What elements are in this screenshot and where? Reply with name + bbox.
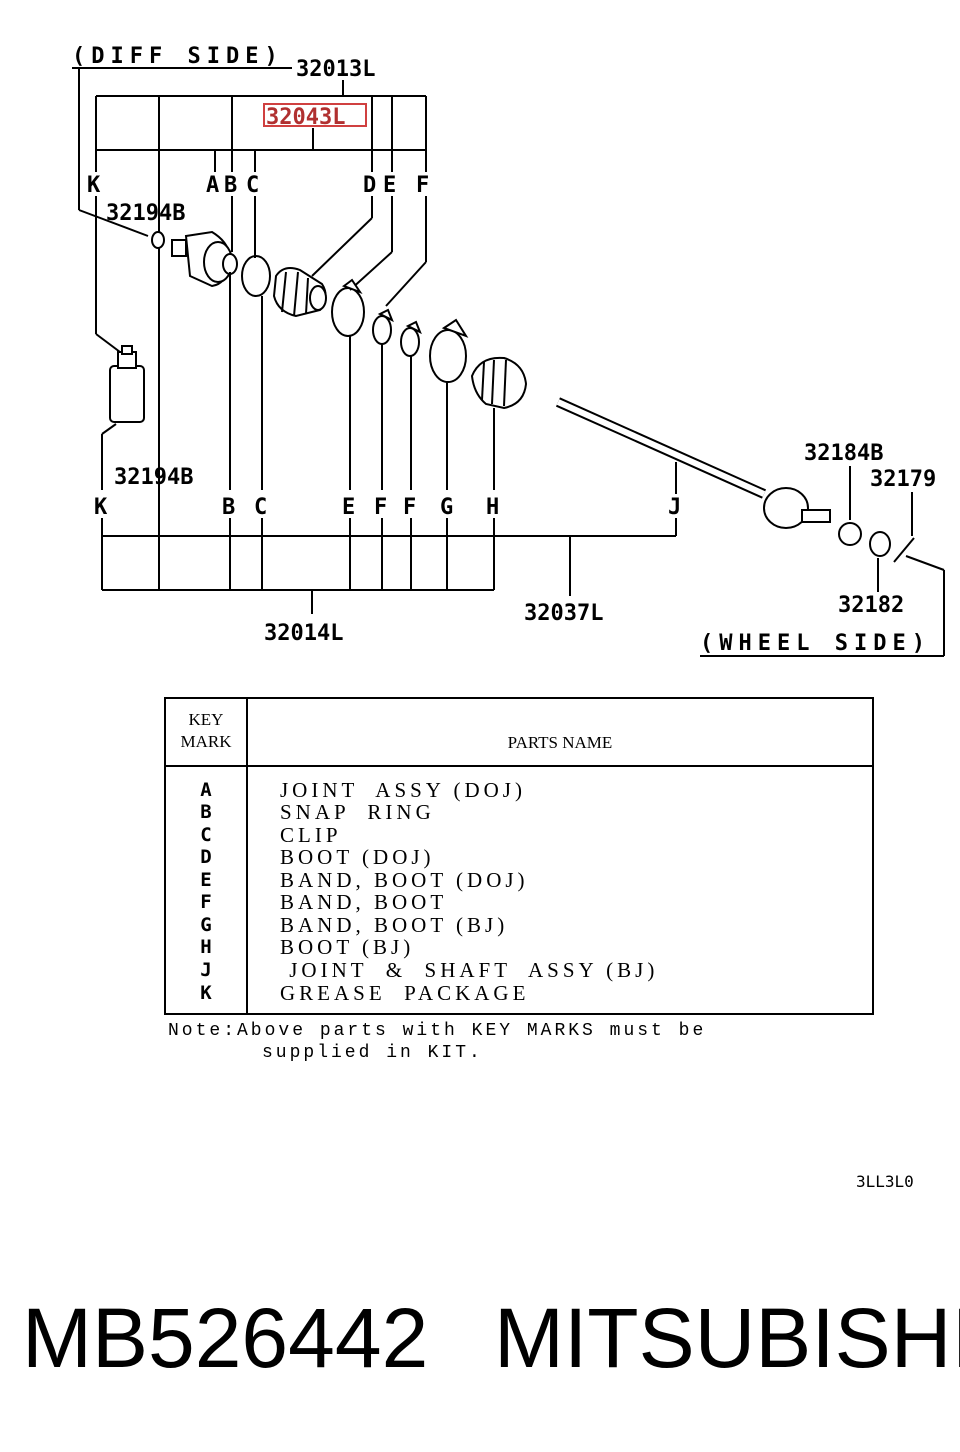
callout-32194B-top[interactable]: 32194B bbox=[106, 201, 185, 226]
table-row-name: BOOT (DOJ) bbox=[280, 845, 435, 869]
bottom-key-K: K bbox=[94, 495, 108, 520]
header-key-mark: KEY MARK bbox=[180, 710, 232, 751]
table-row-key: F bbox=[200, 891, 212, 913]
diff-side-label: (DIFF SIDE) bbox=[72, 44, 284, 69]
callout-32013L[interactable]: 32013L bbox=[296, 57, 375, 82]
band-boot-2-icon bbox=[400, 320, 422, 357]
exploded-parts-diagram: (DIFF SIDE) (WHEEL SIDE) 32013L 32043L K… bbox=[72, 44, 945, 657]
callout-32179[interactable]: 32179 bbox=[870, 467, 936, 492]
reference-code: 3LL3L0 bbox=[856, 1172, 914, 1191]
doj-joint-icon bbox=[171, 230, 238, 288]
table-row-key: E bbox=[200, 869, 212, 891]
table-row-key: H bbox=[200, 936, 212, 958]
table-row-name: BOOT (BJ) bbox=[280, 935, 415, 959]
band-boot-doj-icon bbox=[331, 278, 365, 337]
bj-boot-icon bbox=[470, 356, 528, 410]
table-row-name: JOINT ASSY (DOJ) bbox=[280, 778, 526, 802]
top-key-A: A bbox=[206, 173, 219, 198]
grease-package-icon bbox=[109, 345, 145, 423]
bottom-key-E: E bbox=[342, 495, 355, 520]
band-boot-1-icon bbox=[372, 308, 394, 345]
band-boot-bj-icon bbox=[429, 318, 469, 383]
top-key-K: K bbox=[87, 173, 101, 198]
nut-icon bbox=[869, 531, 891, 557]
bottom-key-F2: F bbox=[403, 495, 416, 520]
callout-32184B[interactable]: 32184B bbox=[804, 441, 883, 466]
table-row-name: BAND, BOOT bbox=[280, 890, 448, 914]
joint-shaft-assy-icon bbox=[555, 397, 831, 529]
table-row-key: C bbox=[200, 824, 212, 846]
callout-32194B-bottom[interactable]: 32194B bbox=[114, 465, 193, 490]
callout-32014L[interactable]: 32014L bbox=[264, 621, 343, 646]
cotter-pin-icon bbox=[893, 537, 915, 563]
table-row-name: GREASE PACKAGE bbox=[280, 981, 530, 1005]
table-row-key: D bbox=[200, 846, 212, 868]
bottom-key-H: H bbox=[486, 495, 499, 520]
table-row-key: G bbox=[200, 914, 212, 936]
top-key-C: C bbox=[246, 173, 259, 198]
bottom-key-C: C bbox=[254, 495, 267, 520]
top-key-E: E bbox=[383, 173, 396, 198]
wheel-side-label: (WHEEL SIDE) bbox=[700, 631, 931, 656]
doj-boot-icon bbox=[272, 267, 327, 318]
table-row-key: J bbox=[200, 959, 212, 981]
callout-32037L[interactable]: 32037L bbox=[524, 601, 603, 626]
table-row-key: B bbox=[200, 801, 212, 823]
callout-32182[interactable]: 32182 bbox=[838, 593, 904, 618]
bottom-key-F1: F bbox=[374, 495, 387, 520]
kit-note-continued: supplied in KIT. bbox=[262, 1043, 483, 1063]
top-key-F: F bbox=[416, 173, 429, 198]
top-key-D: D bbox=[363, 173, 376, 198]
bottom-key-B: B bbox=[222, 495, 235, 520]
top-key-B: B bbox=[224, 173, 237, 198]
parts-table: KEY MARK PARTS NAME A JOINT ASSY (DOJ) B… bbox=[164, 697, 874, 1015]
washer-icon bbox=[838, 522, 862, 546]
highlight-32043L bbox=[263, 103, 367, 127]
table-row-name: SNAP RING bbox=[280, 800, 435, 824]
table-row-name: JOINT & SHAFT ASSY (BJ) bbox=[280, 958, 659, 982]
table-row-name: BAND, BOOT (BJ) bbox=[280, 913, 509, 937]
table-header-divider bbox=[166, 765, 872, 767]
table-row-key: A bbox=[200, 779, 212, 801]
bottom-key-G: G bbox=[440, 495, 453, 520]
table-row-name: BAND, BOOT (DOJ) bbox=[280, 868, 529, 892]
callout-32043L[interactable]: 32043L bbox=[266, 105, 345, 130]
snap-ring-icon bbox=[241, 255, 271, 297]
small-ring-icon bbox=[151, 231, 165, 249]
table-row-name: CLIP bbox=[280, 823, 342, 847]
footer-brand: MITSUBISHI bbox=[494, 1291, 960, 1385]
bottom-key-J: J bbox=[668, 495, 681, 520]
table-row-key: K bbox=[200, 982, 212, 1004]
footer-part-number: MB526442 bbox=[22, 1291, 429, 1385]
table-column-divider bbox=[246, 699, 248, 1013]
header-parts-name: PARTS NAME bbox=[507, 733, 613, 752]
kit-note: Note:Above parts with KEY MARKS must be bbox=[168, 1021, 707, 1041]
